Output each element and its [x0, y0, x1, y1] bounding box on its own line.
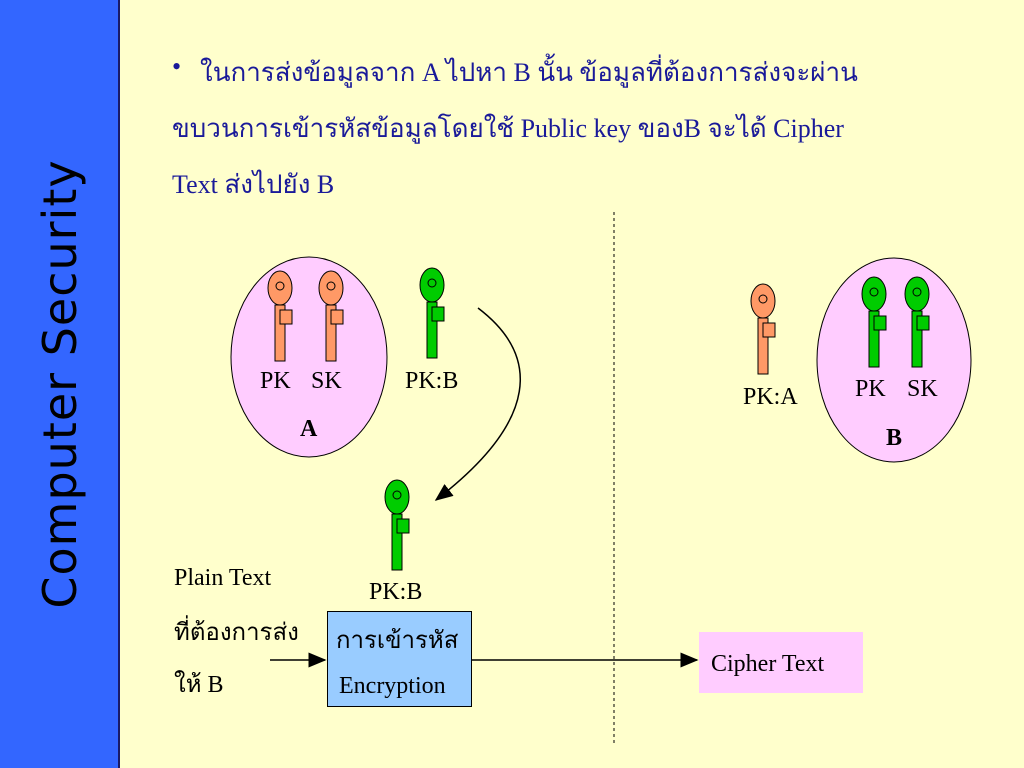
curved-arrow — [434, 307, 521, 501]
cipher-text-box: Cipher Text — [699, 632, 863, 693]
party-b-ellipse — [816, 257, 972, 463]
party-a-ellipse — [230, 256, 388, 458]
bullet-marker: • — [172, 52, 182, 81]
plain-text-label: Plain Text — [174, 565, 272, 591]
b-pk-label: PK — [855, 376, 886, 402]
sidebar: Computer Security — [0, 0, 120, 768]
encryption-thai-label: การเข้ารหัส — [336, 628, 459, 654]
party-a-name: A — [300, 416, 318, 442]
plain-text-thai-label: ที่ต้องการส่ง — [174, 620, 299, 646]
bullet-line-2: ขบวนการเข้ารหัสข้อมูลโดยใช้ Public key ข… — [172, 114, 844, 143]
cipher-text-label: Cipher Text — [711, 651, 825, 677]
party-b-name: B — [886, 425, 903, 451]
encryption-box: การเข้ารหัส Encryption — [327, 611, 472, 707]
pk-b-key-icon — [419, 267, 445, 359]
enc-pk-b-key-icon — [384, 479, 410, 571]
enc-key-label: PK:B — [369, 579, 423, 605]
b-sk-label: SK — [907, 376, 938, 402]
a-sk-label: SK — [311, 368, 342, 394]
a-pk-label: PK — [260, 368, 291, 394]
bullet-line-3: Text ส่งไปยัง B — [172, 170, 335, 199]
encryption-label: Encryption — [339, 673, 446, 699]
pk-b-label: PK:B — [405, 368, 459, 394]
plain-text-to-b-label: ให้ B — [174, 672, 224, 698]
pk-a-key-icon — [750, 283, 776, 375]
pk-a-label: PK:A — [743, 384, 798, 410]
bullet-line-1: ในการส่งข้อมูลจาก A ไปหา B นั้น ข้อมูลที… — [200, 58, 858, 87]
